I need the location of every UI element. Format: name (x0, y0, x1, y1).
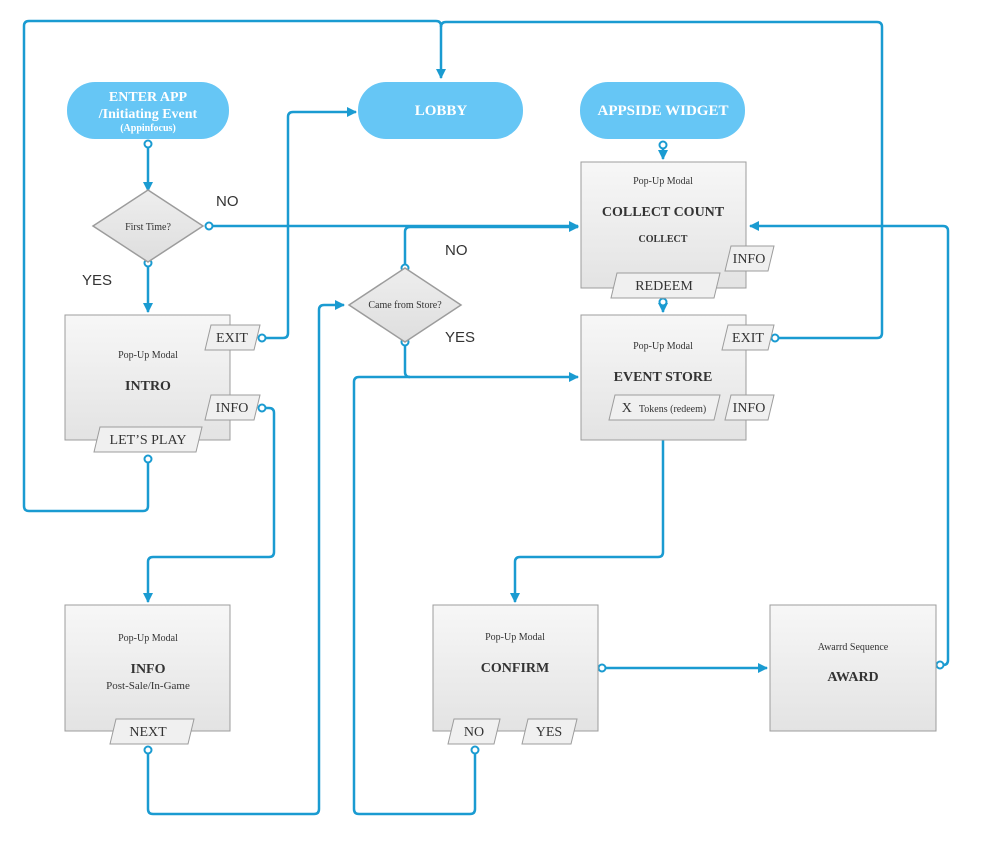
intro-exit-label: EXIT (216, 331, 248, 346)
connector-eventstore-exit-to-lobby (439, 20, 884, 340)
lobby-label: LOBBY (415, 103, 468, 119)
came-from-store-label: Came from Store? (368, 300, 442, 311)
connector-tokens-to-confirm (510, 427, 665, 603)
confirm-no-button[interactable]: NO (447, 718, 501, 745)
collect-subtitle: COLLECT (639, 234, 688, 245)
modal-intro: Pop-Up Modal INTRO (64, 314, 231, 441)
intro-exit-button[interactable]: EXIT (204, 324, 261, 351)
confirm-yes-button[interactable]: YES (521, 718, 578, 745)
connector-intro-exit-to-lobby (262, 107, 357, 340)
connector-dot (658, 297, 668, 307)
connector-dot (143, 454, 153, 464)
modal-confirm: Pop-Up Modal CONFIRM (432, 604, 599, 732)
decision-first-time: First Time? (91, 189, 205, 263)
connector-dot (658, 140, 668, 150)
modal-collect-count: Pop-Up Modal COLLECT COUNT COLLECT (580, 161, 747, 289)
award-caption: Awarrd Sequence (818, 642, 889, 653)
first-time-label: First Time? (125, 222, 171, 233)
event-store-tokens-button[interactable]: X Tokens (redeem) (608, 394, 721, 421)
connector-dot (597, 663, 607, 673)
enter-app-line3: (Appinfocus) (120, 123, 176, 134)
event-store-caption: Pop-Up Modal (633, 341, 693, 352)
info-title: INFO (131, 662, 166, 677)
connector-dot (143, 745, 153, 755)
connector-dot (143, 139, 153, 149)
connector-award-to-collect (749, 221, 950, 667)
collect-redeem-label: REDEEM (635, 279, 693, 294)
connector-dot (204, 221, 214, 231)
connector-next-to-camefromstore (146, 300, 345, 816)
connector-dot (257, 333, 267, 343)
event-store-title: EVENT STORE (614, 370, 713, 385)
collect-caption: Pop-Up Modal (633, 176, 693, 187)
confirm-title: CONFIRM (481, 661, 549, 676)
edge-label-store-no: NO (445, 242, 468, 259)
edge-label-first-time-yes: YES (82, 272, 112, 289)
terminal-lobby: LOBBY (358, 82, 523, 139)
collect-info-button[interactable]: INFO (724, 245, 775, 272)
info-next-label: NEXT (129, 725, 167, 740)
terminal-enter-app: ENTER APP /Initiating Event (Appinfocus) (67, 82, 229, 139)
award-title: AWARD (827, 670, 878, 685)
confirm-caption: Pop-Up Modal (485, 632, 545, 643)
collect-redeem-button[interactable]: REDEEM (610, 272, 721, 299)
intro-info-button[interactable]: INFO (204, 394, 261, 421)
enter-app-line2: /Initiating Event (98, 107, 198, 122)
collect-info-label: INFO (733, 252, 766, 267)
modal-info: Pop-Up Modal INFO Post-Sale/In-Game (64, 604, 231, 732)
confirm-yes-label: YES (536, 725, 562, 740)
event-store-info-label: INFO (733, 401, 766, 416)
connector-store-yes-to-eventstore (403, 342, 579, 382)
event-store-exit-button[interactable]: EXIT (721, 324, 775, 351)
intro-caption: Pop-Up Modal (118, 350, 178, 361)
event-store-exit-label: EXIT (732, 331, 764, 346)
connector-store-no-to-collect (403, 222, 579, 268)
connector-confirm-no-to-eventstore (352, 375, 477, 816)
connector-dot (257, 403, 267, 413)
event-store-tokens-rest: Tokens (redeem) (639, 404, 706, 415)
event-store-info-button[interactable]: INFO (724, 394, 775, 421)
edge-label-store-yes: YES (445, 329, 475, 346)
info-caption: Pop-Up Modal (118, 633, 178, 644)
terminal-appside-widget: APPSIDE WIDGET (580, 82, 745, 139)
event-store-tokens-x: X (622, 401, 632, 416)
edge-label-first-time-no: NO (216, 193, 239, 210)
connector-letsplay-to-lobby (22, 19, 446, 513)
appside-widget-label: APPSIDE WIDGET (597, 103, 728, 119)
decision-came-from-store: Came from Store? (347, 267, 463, 343)
modal-award: Awarrd Sequence AWARD (769, 604, 937, 732)
intro-lets-play-label: LET’S PLAY (110, 433, 187, 448)
connector-dot (770, 333, 780, 343)
connector-dot (935, 660, 945, 670)
collect-title: COLLECT COUNT (602, 205, 725, 220)
connector-dot (470, 745, 480, 755)
intro-info-label: INFO (216, 401, 249, 416)
info-next-button[interactable]: NEXT (109, 718, 195, 745)
connector-intro-info-to-info (143, 406, 276, 603)
confirm-no-label: NO (464, 725, 484, 740)
info-subtitle: Post-Sale/In-Game (106, 680, 190, 692)
modal-event-store: Pop-Up Modal EVENT STORE (580, 314, 747, 441)
event-store-tokens-text: X Tokens (redeem) (622, 399, 706, 416)
intro-lets-play-button[interactable]: LET’S PLAY (93, 426, 203, 453)
enter-app-line1: ENTER APP (109, 90, 188, 105)
intro-title: INTRO (125, 379, 171, 394)
